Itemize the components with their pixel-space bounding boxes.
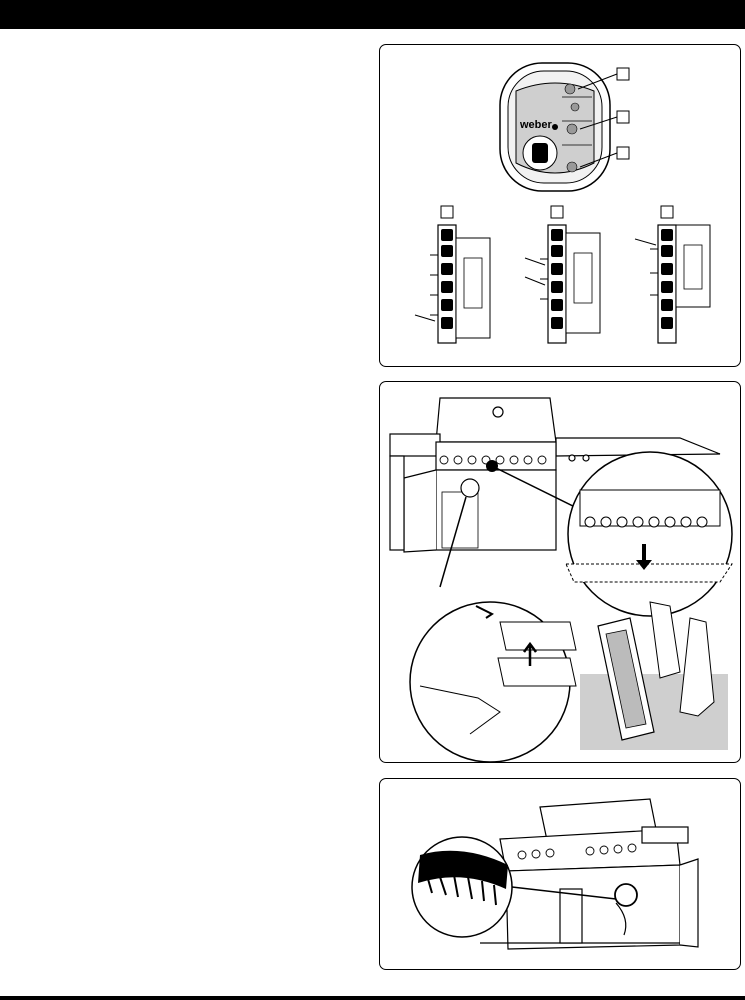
hose-detail-circle [411,836,513,938]
ignition-module-figure: weber [379,44,741,367]
callout-arrow-3 [579,152,618,168]
grease-tray-figure [379,381,741,763]
manifold-view-3 [634,205,711,344]
ignition-control-module: weber [499,62,611,192]
grill-detail-illustration [411,798,699,950]
weber-kettle-icon [552,124,558,130]
ignition-module-illustration: weber [414,62,711,344]
grill-detail-figure [379,778,741,970]
callout-arrow-1 [577,73,618,90]
grill-overview [389,397,721,553]
page-footer-rule [0,996,745,1000]
hose-location-circle [614,883,638,907]
callout-box-1 [616,67,630,81]
manifold-view-1 [414,205,491,344]
manifold-view-2 [524,205,601,344]
detail-circle-lower [409,601,577,763]
tray-location-circle [460,478,480,498]
callout-box-3 [616,146,630,160]
detail-circle-upper [565,451,733,617]
callout-arrow-2 [579,116,618,130]
grill-body [480,798,699,950]
weber-logo-text: weber [519,119,553,131]
grease-tray-illustration [389,397,733,763]
callout-box-2 [616,110,630,124]
page-header-bar [0,0,745,29]
foil-tray-inset [580,601,728,750]
